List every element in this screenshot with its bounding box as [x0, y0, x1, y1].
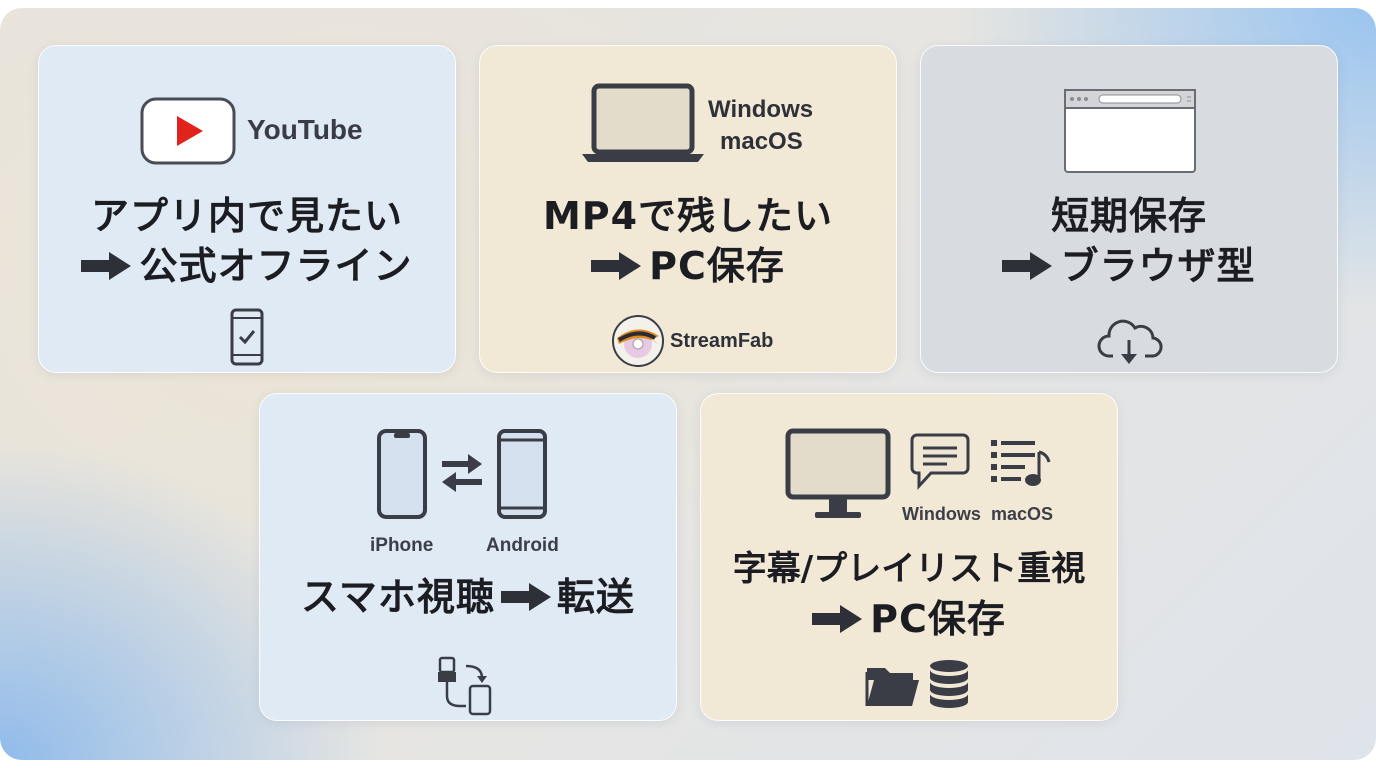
card-subtitle-playlist[interactable]: Windows macOS 字幕/プレイリスト重視 PC保存: [700, 393, 1118, 721]
browser-window-icon: [1064, 89, 1196, 173]
arrow-right-icon: [591, 252, 642, 280]
card-youtube-offline[interactable]: YouTube アプリ内で見たい 公式オフライン: [38, 45, 456, 373]
card-mp4-pc-save[interactable]: Windows macOS MP4で残したい PC保存 StreamFab: [479, 45, 897, 373]
folder-icon: [865, 668, 919, 706]
iphone-icon: [377, 429, 427, 519]
os-windows-label: Windows: [708, 96, 814, 123]
card4-title-right: 転送: [556, 575, 635, 619]
card5-title-line2: PC保存: [701, 594, 1117, 646]
chat-bubble-icon: [910, 433, 970, 490]
card-smartphone-transfer[interactable]: iPhone Android スマホ視聴 転送: [259, 393, 677, 721]
youtube-label: YouTube: [247, 114, 363, 145]
card3-title-line2: ブラウザ型: [921, 241, 1337, 293]
card5-title-line1: 字幕/プレイリスト重視: [732, 549, 1086, 589]
card1-title-line2-text: 公式オフライン: [139, 244, 413, 288]
monitor-icon: [785, 428, 891, 518]
arrow-right-icon: [81, 252, 132, 280]
youtube-play-icon: [140, 97, 236, 165]
card5-title-line2-text: PC保存: [870, 597, 1006, 641]
card3-title-line2-text: ブラウザ型: [1060, 244, 1256, 288]
card1-title-line1: アプリ内で見たい: [90, 194, 403, 238]
swap-arrows-icon: [442, 454, 482, 492]
card2-title-line2: PC保存: [480, 241, 896, 293]
card1-title-line2: 公式オフライン: [39, 241, 455, 293]
android-label: Android: [486, 535, 559, 556]
os-macos-label: macOS: [720, 128, 803, 155]
database-icon: [930, 660, 968, 708]
card2-title-line2-text: PC保存: [649, 244, 785, 288]
card2-title-line1: MP4で残したい: [542, 194, 834, 238]
os-macos-label: macOS: [991, 504, 1054, 524]
cloud-download-icon: [1097, 319, 1163, 364]
streamfab-label: StreamFab: [670, 330, 774, 352]
playlist-icon: [991, 440, 1051, 486]
card-browser-short-term[interactable]: 短期保存 ブラウザ型: [920, 45, 1338, 373]
streamfab-logo-icon: [612, 315, 664, 367]
card3-title-line1: 短期保存: [1050, 194, 1207, 238]
laptop-icon: [582, 83, 704, 162]
arrow-right-icon: [1002, 252, 1053, 280]
arrow-right-icon: [500, 583, 551, 611]
usb-transfer-icon: [438, 656, 492, 716]
iphone-label: iPhone: [370, 535, 434, 556]
background-canvas: YouTube アプリ内で見たい 公式オフライン Windows macOS M…: [0, 8, 1376, 760]
arrow-right-icon: [812, 605, 863, 633]
smartphone-check-icon: [230, 308, 264, 366]
card4-title: スマホ視聴 転送: [260, 572, 676, 622]
os-windows-label: Windows: [902, 504, 981, 524]
card4-title-left: スマホ視聴: [301, 575, 495, 619]
android-phone-icon: [497, 429, 547, 519]
